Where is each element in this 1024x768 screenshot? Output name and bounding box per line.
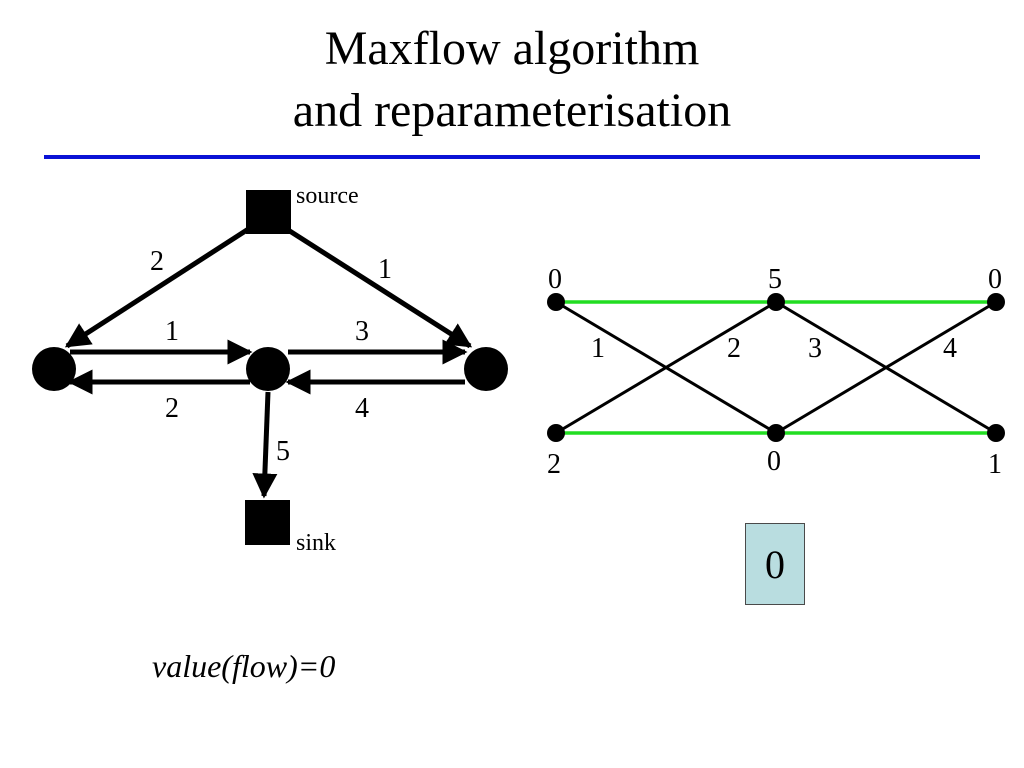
cap-right-middle: 4: [355, 393, 369, 424]
title-line-2: and reparameterisation: [292, 84, 732, 137]
trellis-node-top-3: [987, 293, 1005, 311]
slide-title: Maxflow algorithm and reparameterisation: [0, 18, 1024, 142]
flow-value-caption: value(flow)=0: [152, 648, 336, 684]
pairwise-label-3: 3: [808, 333, 822, 364]
cap-middle-left: 2: [165, 393, 179, 424]
source-node: [246, 190, 291, 234]
edge-middle-sink: [252, 391, 278, 499]
cap-left-middle: 1: [165, 316, 179, 347]
middle-node: [246, 347, 290, 391]
unary-top-2: 5: [768, 264, 782, 295]
source-label: source: [296, 183, 359, 209]
pairwise-label-2: 2: [727, 333, 741, 364]
title-line-1: Maxflow algorithm: [324, 22, 700, 75]
sink-node: [245, 500, 290, 545]
cap-middle-sink: 5: [276, 436, 290, 467]
unary-top-3: 0: [988, 264, 1002, 295]
cap-source-right: 1: [378, 254, 392, 285]
cap-source-left: 2: [150, 246, 164, 277]
pairwise-label-1: 1: [591, 333, 605, 364]
trellis-cross-2: [555, 300, 777, 435]
energy-value-box: 0: [745, 523, 805, 605]
edge-source-left: [64, 225, 252, 349]
edge-source-right: [283, 225, 473, 349]
trellis-node-top-2: [767, 293, 785, 311]
trellis-node-top-1: [547, 293, 565, 311]
right-node: [464, 347, 508, 391]
trellis-node-bottom-2: [767, 424, 785, 442]
trellis-cross-4: [775, 300, 997, 435]
energy-value: 0: [765, 541, 785, 587]
unary-bottom-1: 2: [547, 449, 561, 480]
cap-middle-right: 3: [355, 316, 369, 347]
unary-bottom-3: 1: [988, 449, 1002, 480]
trellis-node-bottom-1: [547, 424, 565, 442]
pairwise-label-4: 4: [943, 333, 957, 364]
trellis-node-bottom-3: [987, 424, 1005, 442]
unary-top-1: 0: [548, 264, 562, 295]
left-node: [32, 347, 76, 391]
unary-bottom-2: 0: [767, 446, 781, 477]
title-divider: [44, 155, 980, 159]
sink-label: sink: [296, 530, 336, 556]
